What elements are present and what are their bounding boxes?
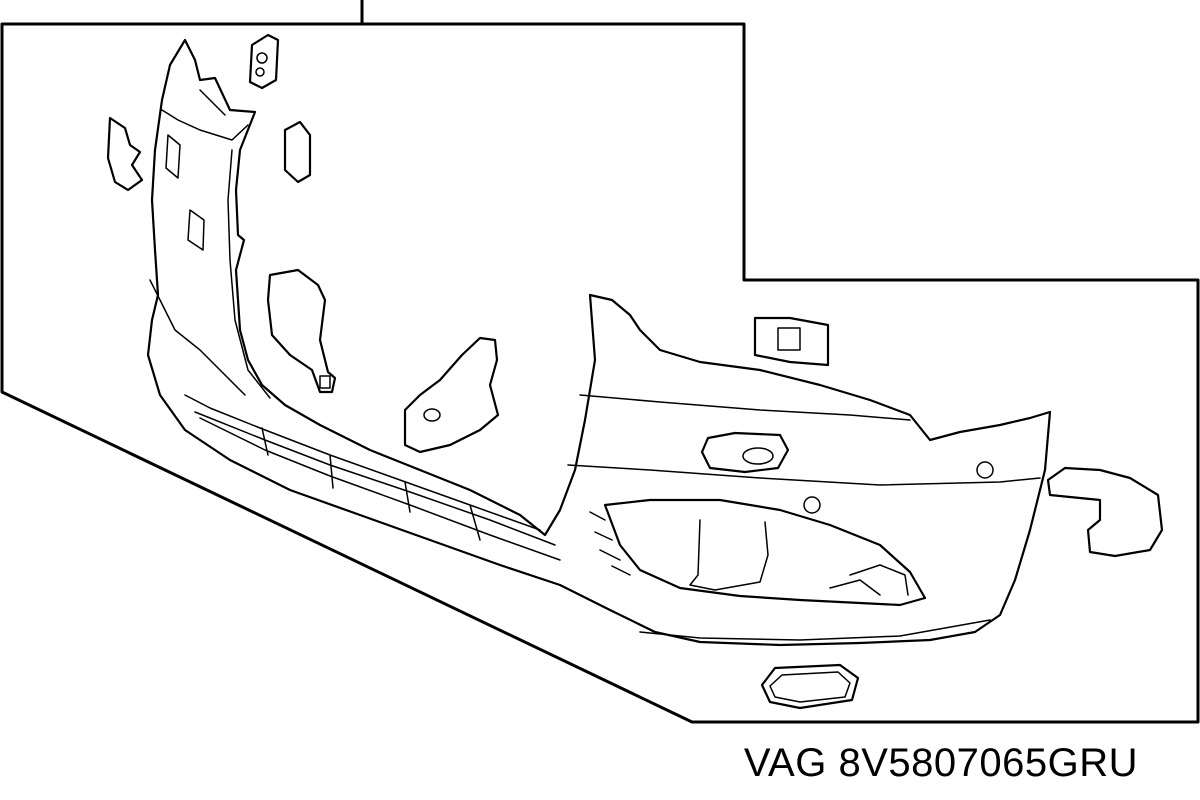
part-number-caption: VAG 8V5807065GRU [743,741,1138,785]
side-cutout-lower [187,209,205,251]
bracket-center-wedge [403,336,500,454]
bumper-upper-contour [161,89,271,399]
bumper-side-edge [149,279,246,396]
bracket-top-small [248,33,280,90]
side-cutout-upper [165,134,181,179]
fog-light-opening [603,498,927,607]
front-crease-lines [567,394,1041,641]
tow-eye-cover-inner [769,671,851,703]
bracket-left-side [266,268,337,394]
tow-eye-cover [760,663,860,710]
bracket-plate-slot [777,327,801,351]
bracket-left-clip [106,116,144,192]
bracket-hole [256,52,268,64]
bracket-right-side [1046,466,1164,558]
bracket-slot [319,375,331,389]
parking-sensor-hole [803,496,821,514]
parking-sensor-hole [976,461,994,479]
assembly-frame [0,22,1200,724]
tow-eye-hole [742,447,774,465]
bracket-hole [255,67,265,77]
bumper-cover-outline [146,38,1052,647]
fog-light-inner-structure [589,511,909,596]
bracket-clip [283,120,312,184]
tow-eye-recess [700,431,790,474]
bracket-right-plate [753,316,830,367]
lower-grille-lines [184,394,561,561]
bracket-hole [423,408,441,422]
